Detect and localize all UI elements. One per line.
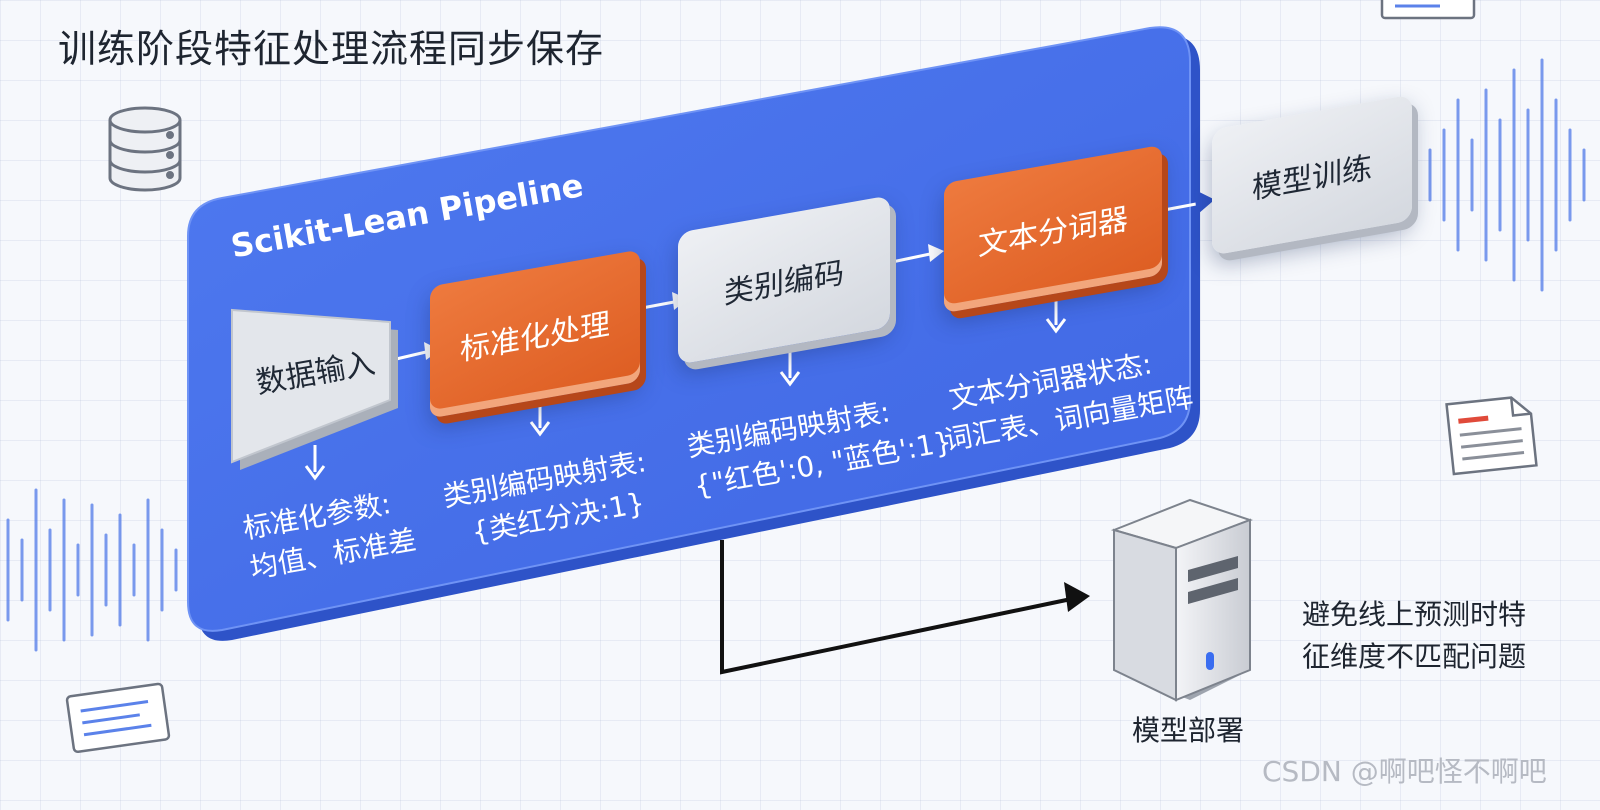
deploy-connector [720,540,1090,675]
database-icon [108,106,182,192]
document-icon [1380,0,1476,20]
audio-wave-icon [6,488,178,652]
watermark: CSDN @啊吧怪不啊吧 [1262,755,1547,788]
audio-wave-icon [1428,58,1586,292]
step-label: 类别编码 [724,255,844,312]
flow-arrows [391,189,1215,362]
step-data-input-shape [231,308,398,470]
side-note: 避免线上预测时特 征维度不匹配问题 [1302,594,1526,678]
document-icon [1445,396,1538,476]
server-icon [1110,498,1253,702]
note-arrows [304,295,1067,481]
side-note-line: 征维度不匹配问题 [1302,640,1527,673]
page-title: 训练阶段特征处理流程同步保存 [58,27,605,71]
step-label: 模型训练 [1252,150,1372,207]
step-label: 标准化处理 [460,306,610,369]
side-note-line: 避免线上预测时特 [1302,598,1527,631]
text-card-icon [65,682,171,754]
step-label: 文本分词器 [978,201,1128,264]
deploy-label: 模型部署 [1132,714,1245,747]
